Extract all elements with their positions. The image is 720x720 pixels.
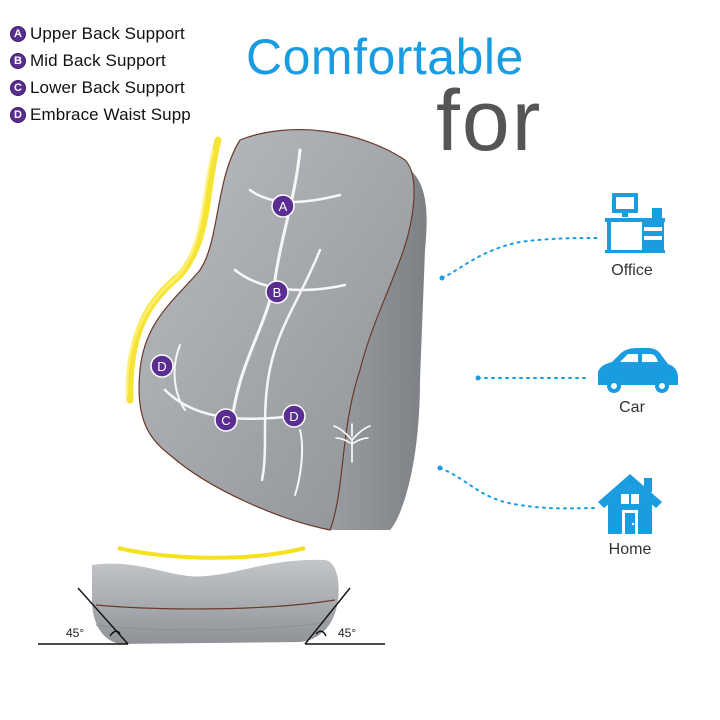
- marker-label: D: [289, 409, 298, 424]
- cushion-front: [138, 128, 415, 531]
- angle-guides: [38, 587, 385, 645]
- legend-item-waist: D Embrace Waist Supp: [10, 101, 220, 128]
- badge-b-icon: B: [10, 52, 26, 69]
- use-case-label: Office: [611, 262, 653, 279]
- legend-item-mid-back: B Mid Back Support: [10, 47, 220, 74]
- base-cushion: [92, 559, 339, 644]
- marker-a: A: [271, 194, 295, 218]
- base-highlight: [117, 546, 306, 560]
- angle-right-label: 45°: [338, 626, 357, 640]
- marker-label: A: [279, 199, 288, 214]
- legend-label: Lower Back Support: [30, 77, 185, 97]
- use-case-office: Office: [572, 258, 692, 280]
- connector-home: [439, 467, 599, 510]
- marker-d-left: D: [150, 354, 174, 378]
- cushion-markers: A B D C D: [150, 194, 306, 432]
- legend-label: Upper Back Support: [30, 23, 185, 43]
- house-icon: [598, 474, 662, 534]
- connector-office: [441, 237, 601, 279]
- tree-logo-icon: [333, 423, 371, 463]
- office-desk-icon: [605, 193, 665, 253]
- marker-b: B: [265, 280, 289, 304]
- headline: Comfortable: [246, 29, 524, 85]
- legend-label: Embrace Waist Supp: [30, 104, 191, 124]
- badge-d-icon: D: [10, 106, 26, 123]
- support-legend: A Upper Back Support B Mid Back Support …: [10, 20, 220, 128]
- use-case-car: Car: [572, 395, 692, 417]
- badge-c-icon: C: [10, 79, 26, 96]
- marker-label: B: [273, 285, 282, 300]
- legend-item-lower-back: C Lower Back Support: [10, 74, 220, 101]
- marker-c: C: [214, 408, 238, 432]
- use-case-label: Home: [608, 541, 652, 558]
- use-case-label: Car: [619, 399, 645, 416]
- badge-a-icon: A: [10, 25, 26, 42]
- angle-left-label: 45°: [66, 626, 85, 640]
- legend-label: Mid Back Support: [30, 50, 166, 70]
- marker-label: D: [157, 359, 166, 374]
- use-case-home: Home: [570, 537, 690, 559]
- legend-item-upper-back: A Upper Back Support: [10, 20, 220, 47]
- car-icon: [598, 348, 678, 393]
- subhead: for: [436, 73, 543, 169]
- marker-d-right: D: [282, 404, 306, 428]
- marker-label: C: [221, 413, 230, 428]
